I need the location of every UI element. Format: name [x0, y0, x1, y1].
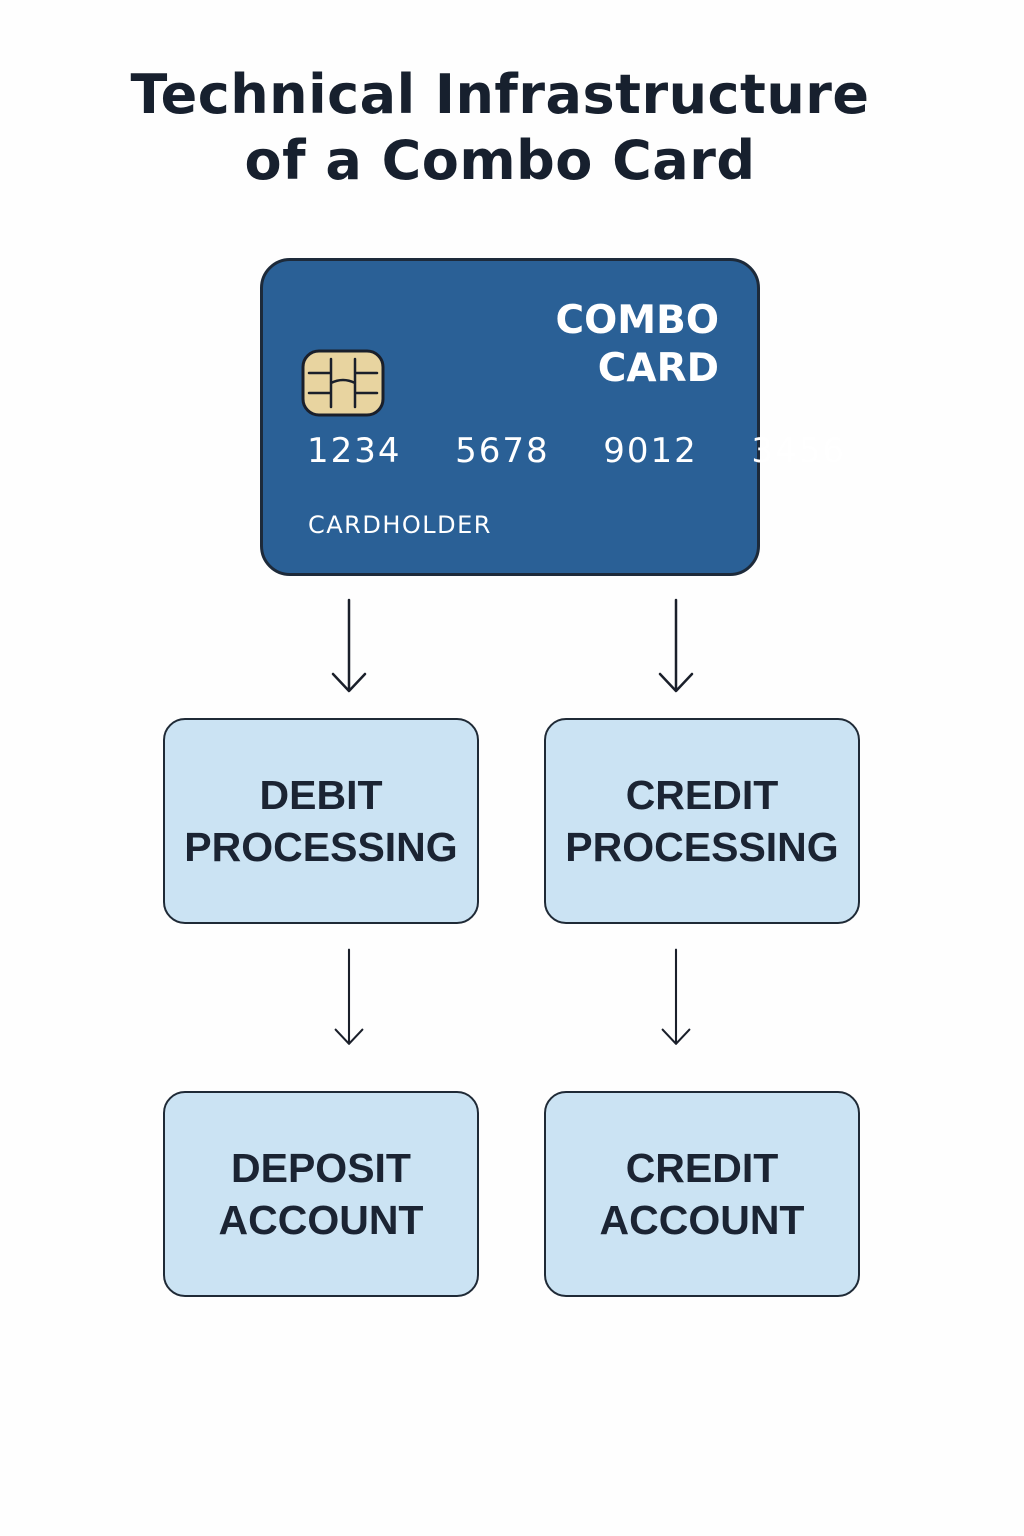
- credit-account-box: CREDIT ACCOUNT: [544, 1091, 860, 1297]
- card-number: 1234 5678 9012 3456: [307, 431, 846, 471]
- credit-processing-line-2: PROCESSING: [565, 824, 839, 870]
- deposit-account-box: DEPOSIT ACCOUNT: [163, 1091, 479, 1297]
- debit-processing-box: DEBIT PROCESSING: [163, 718, 479, 924]
- chip-icon: [301, 349, 385, 417]
- card-brand: COMBO CARD: [556, 297, 719, 393]
- card-holder-name: CARDHOLDER: [308, 511, 492, 539]
- arrow-down-icon: [661, 948, 691, 1045]
- credit-account-line-1: CREDIT: [625, 1145, 779, 1191]
- arrow-down-icon: [658, 598, 694, 693]
- combo-card: COMBO CARD 1234 5678 9012 3456 CARDHOLDE…: [260, 258, 844, 576]
- debit-processing-line-2: PROCESSING: [184, 824, 458, 870]
- title-line-2: of a Combo Card: [244, 129, 756, 192]
- credit-processing-box: CREDIT PROCESSING: [544, 718, 860, 924]
- deposit-account-line-2: ACCOUNT: [218, 1197, 424, 1243]
- credit-account-line-2: ACCOUNT: [599, 1197, 805, 1243]
- arrow-down-icon: [331, 598, 367, 693]
- diagram-title: Technical Infrastructure of a Combo Card: [0, 62, 1000, 194]
- deposit-account-line-1: DEPOSIT: [231, 1145, 411, 1191]
- card-brand-line-2: CARD: [597, 346, 719, 391]
- credit-processing-line-1: CREDIT: [625, 772, 779, 818]
- card-brand-line-1: COMBO: [555, 298, 719, 343]
- arrow-down-icon: [334, 948, 364, 1045]
- title-line-1: Technical Infrastructure: [130, 63, 870, 126]
- debit-processing-line-1: DEBIT: [259, 772, 383, 818]
